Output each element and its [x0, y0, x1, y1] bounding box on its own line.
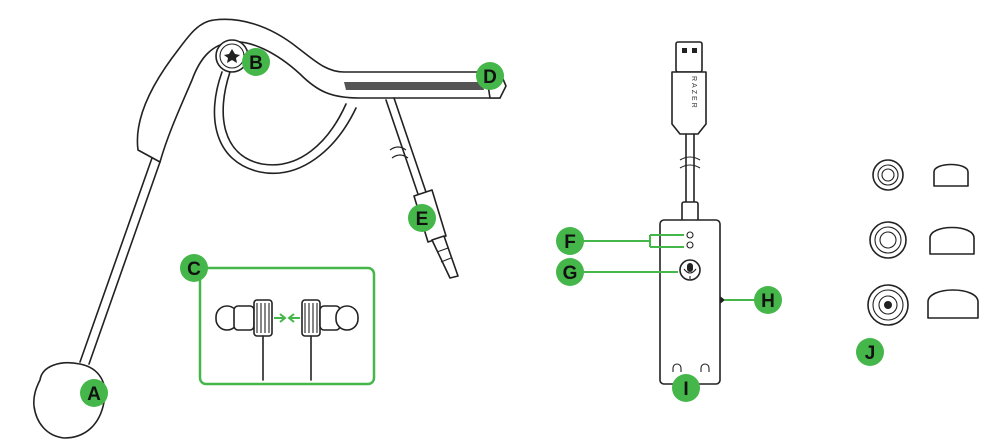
svg-text:G: G — [563, 263, 578, 284]
svg-text:A: A — [87, 384, 101, 405]
callout-a: A — [80, 379, 108, 407]
leader-f — [582, 234, 684, 248]
microphone-icon — [683, 263, 697, 279]
left-earbud — [215, 299, 273, 381]
callout-b: B — [242, 48, 270, 76]
svg-text:F: F — [564, 232, 576, 253]
callout-c: C — [180, 254, 208, 282]
audio-cable — [385, 99, 421, 201]
magnet-arrow-right — [274, 313, 287, 323]
razer-logo-icon — [224, 49, 240, 63]
headset-jack-icon — [672, 363, 710, 372]
earpiece-with-boom-mic — [33, 18, 507, 439]
callout-j: J — [856, 338, 884, 366]
cable-loop-inner — [222, 71, 347, 166]
led-indicator-top — [686, 231, 694, 239]
boom-arm-inner — [88, 161, 161, 365]
control-box — [659, 219, 721, 385]
usb-cable — [685, 133, 695, 205]
ear-tip-medium — [869, 221, 975, 259]
cable-break — [389, 146, 409, 159]
ear-tips — [867, 159, 979, 326]
right-earbud — [301, 299, 359, 381]
usb-strain-relief — [681, 201, 699, 223]
callout-i: I — [672, 374, 700, 402]
svg-text:E: E — [416, 209, 429, 230]
callout-h: H — [754, 286, 782, 314]
svg-text:J: J — [865, 343, 876, 364]
callout-f: F — [556, 227, 584, 255]
svg-text:C: C — [187, 259, 201, 280]
leader-lines — [582, 234, 756, 301]
usb-plug-metal — [675, 41, 703, 73]
callout-d: D — [476, 62, 504, 90]
magnet-arrow-left — [287, 313, 300, 323]
usb-slot-right — [692, 48, 697, 53]
plug-rings — [436, 247, 452, 263]
usb-slot-left — [682, 48, 687, 53]
callout-g: G — [556, 258, 584, 286]
svg-text:D: D — [483, 67, 497, 88]
ear-tip-large — [867, 284, 979, 326]
side-toggle-switch — [720, 296, 725, 304]
ear-hook — [136, 18, 505, 163]
usb-cable-break — [679, 156, 701, 169]
vent-stripe — [344, 82, 484, 90]
boom-arm — [79, 157, 153, 363]
callout-e: E — [408, 204, 436, 232]
svg-text:H: H — [761, 291, 775, 312]
ear-tip-small — [872, 159, 969, 191]
svg-text:B: B — [249, 53, 263, 74]
audio-cable-2 — [393, 97, 429, 199]
audio-plug-tip — [431, 235, 459, 279]
usb-plug-housing — [671, 71, 707, 135]
cable-loop — [213, 71, 357, 175]
inset-frame — [198, 266, 376, 386]
usb-adapter: RAZER — [659, 41, 725, 385]
magnetic-earbuds-inset — [198, 266, 376, 386]
usb-brand-text: RAZER — [690, 76, 697, 110]
led-indicator-bottom — [686, 241, 694, 249]
svg-text:I: I — [683, 379, 688, 400]
